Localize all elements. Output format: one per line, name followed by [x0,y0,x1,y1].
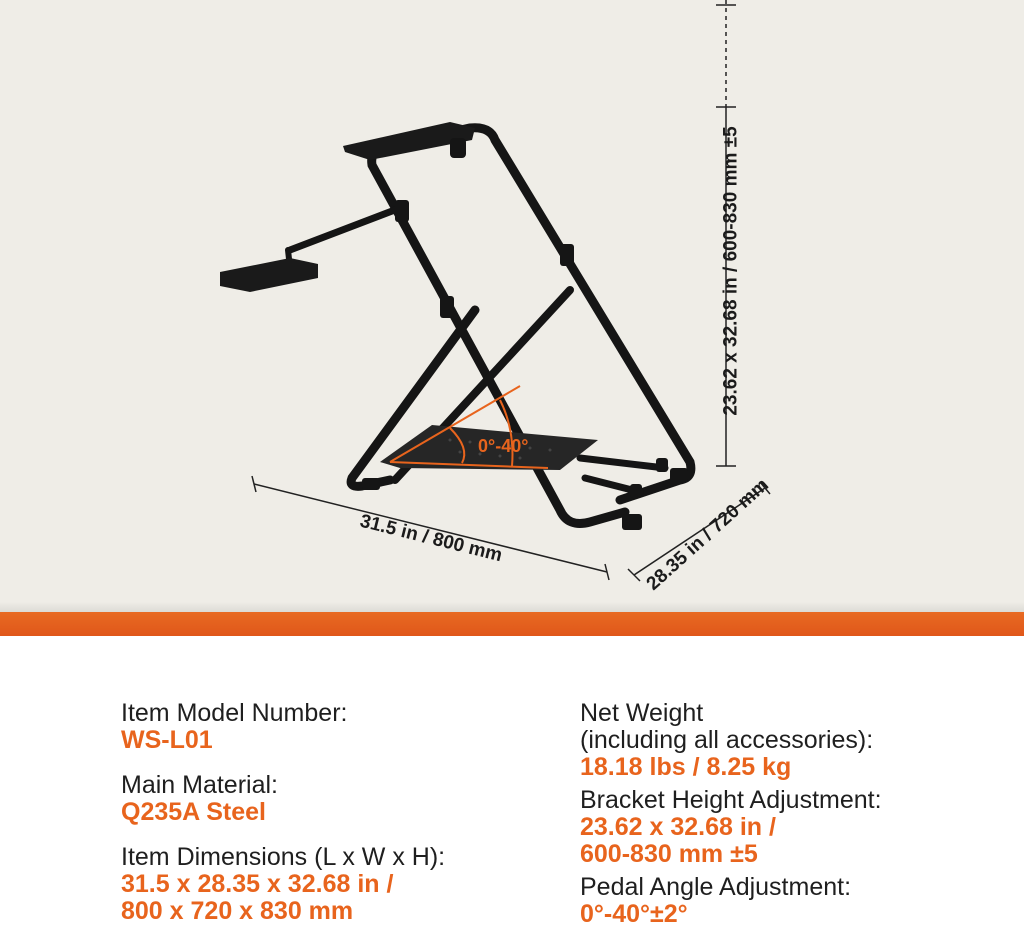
spec-label: Pedal Angle Adjustment: [580,873,852,901]
spec-value: 0°-40°±2° [580,900,688,928]
spec-value-line: 23.62 x 32.68 in / [580,813,776,841]
spec-value-line: 31.5 x 28.35 x 32.68 in / [121,870,394,898]
spec-value-line: 800 x 720 x 830 mm [121,897,354,925]
spec-label: Item Model Number: [121,699,348,727]
spec-value: 18.18 lbs / 8.25 kg [580,753,792,781]
wheel-stand-illustration [220,0,771,582]
spec-label: Main Material: [121,771,278,799]
product-photo: 23.62 x 32.68 in / 600-830 mm ±5 31.5 in… [0,0,1024,612]
spec-material: Main Material: Q235A Steel [121,772,445,826]
spec-label-line: Net Weight [580,699,704,727]
spec-model-number: Item Model Number: WS-L01 [121,700,445,754]
spec-value: WS-L01 [121,726,213,754]
spec-item-dimensions: Item Dimensions (L x W x H): 31.5 x 28.3… [121,844,445,925]
spec-label: Bracket Height Adjustment: [580,786,882,814]
height-dimension-label: 23.62 x 32.68 in / 600-830 mm ±5 [720,126,742,416]
accent-band [0,602,1024,636]
spec-label-line: (including all accessories): [580,726,874,754]
spec-pedal-angle: Pedal Angle Adjustment: 0°-40°±2° [580,874,882,928]
spec-net-weight: Net Weight (including all accessories): … [580,700,882,781]
spec-label: Item Dimensions (L x W x H): [121,843,446,871]
angle-label: 0°-40° [478,436,529,456]
spec-column-left: Item Model Number: WS-L01 Main Material:… [121,700,445,943]
spec-value-line: 600-830 mm ±5 [580,840,758,868]
spec-value: Q235A Steel [121,798,266,826]
spec-bracket-height: Bracket Height Adjustment: 23.62 x 32.68… [580,787,882,868]
spec-column-right: Net Weight (including all accessories): … [580,700,882,934]
